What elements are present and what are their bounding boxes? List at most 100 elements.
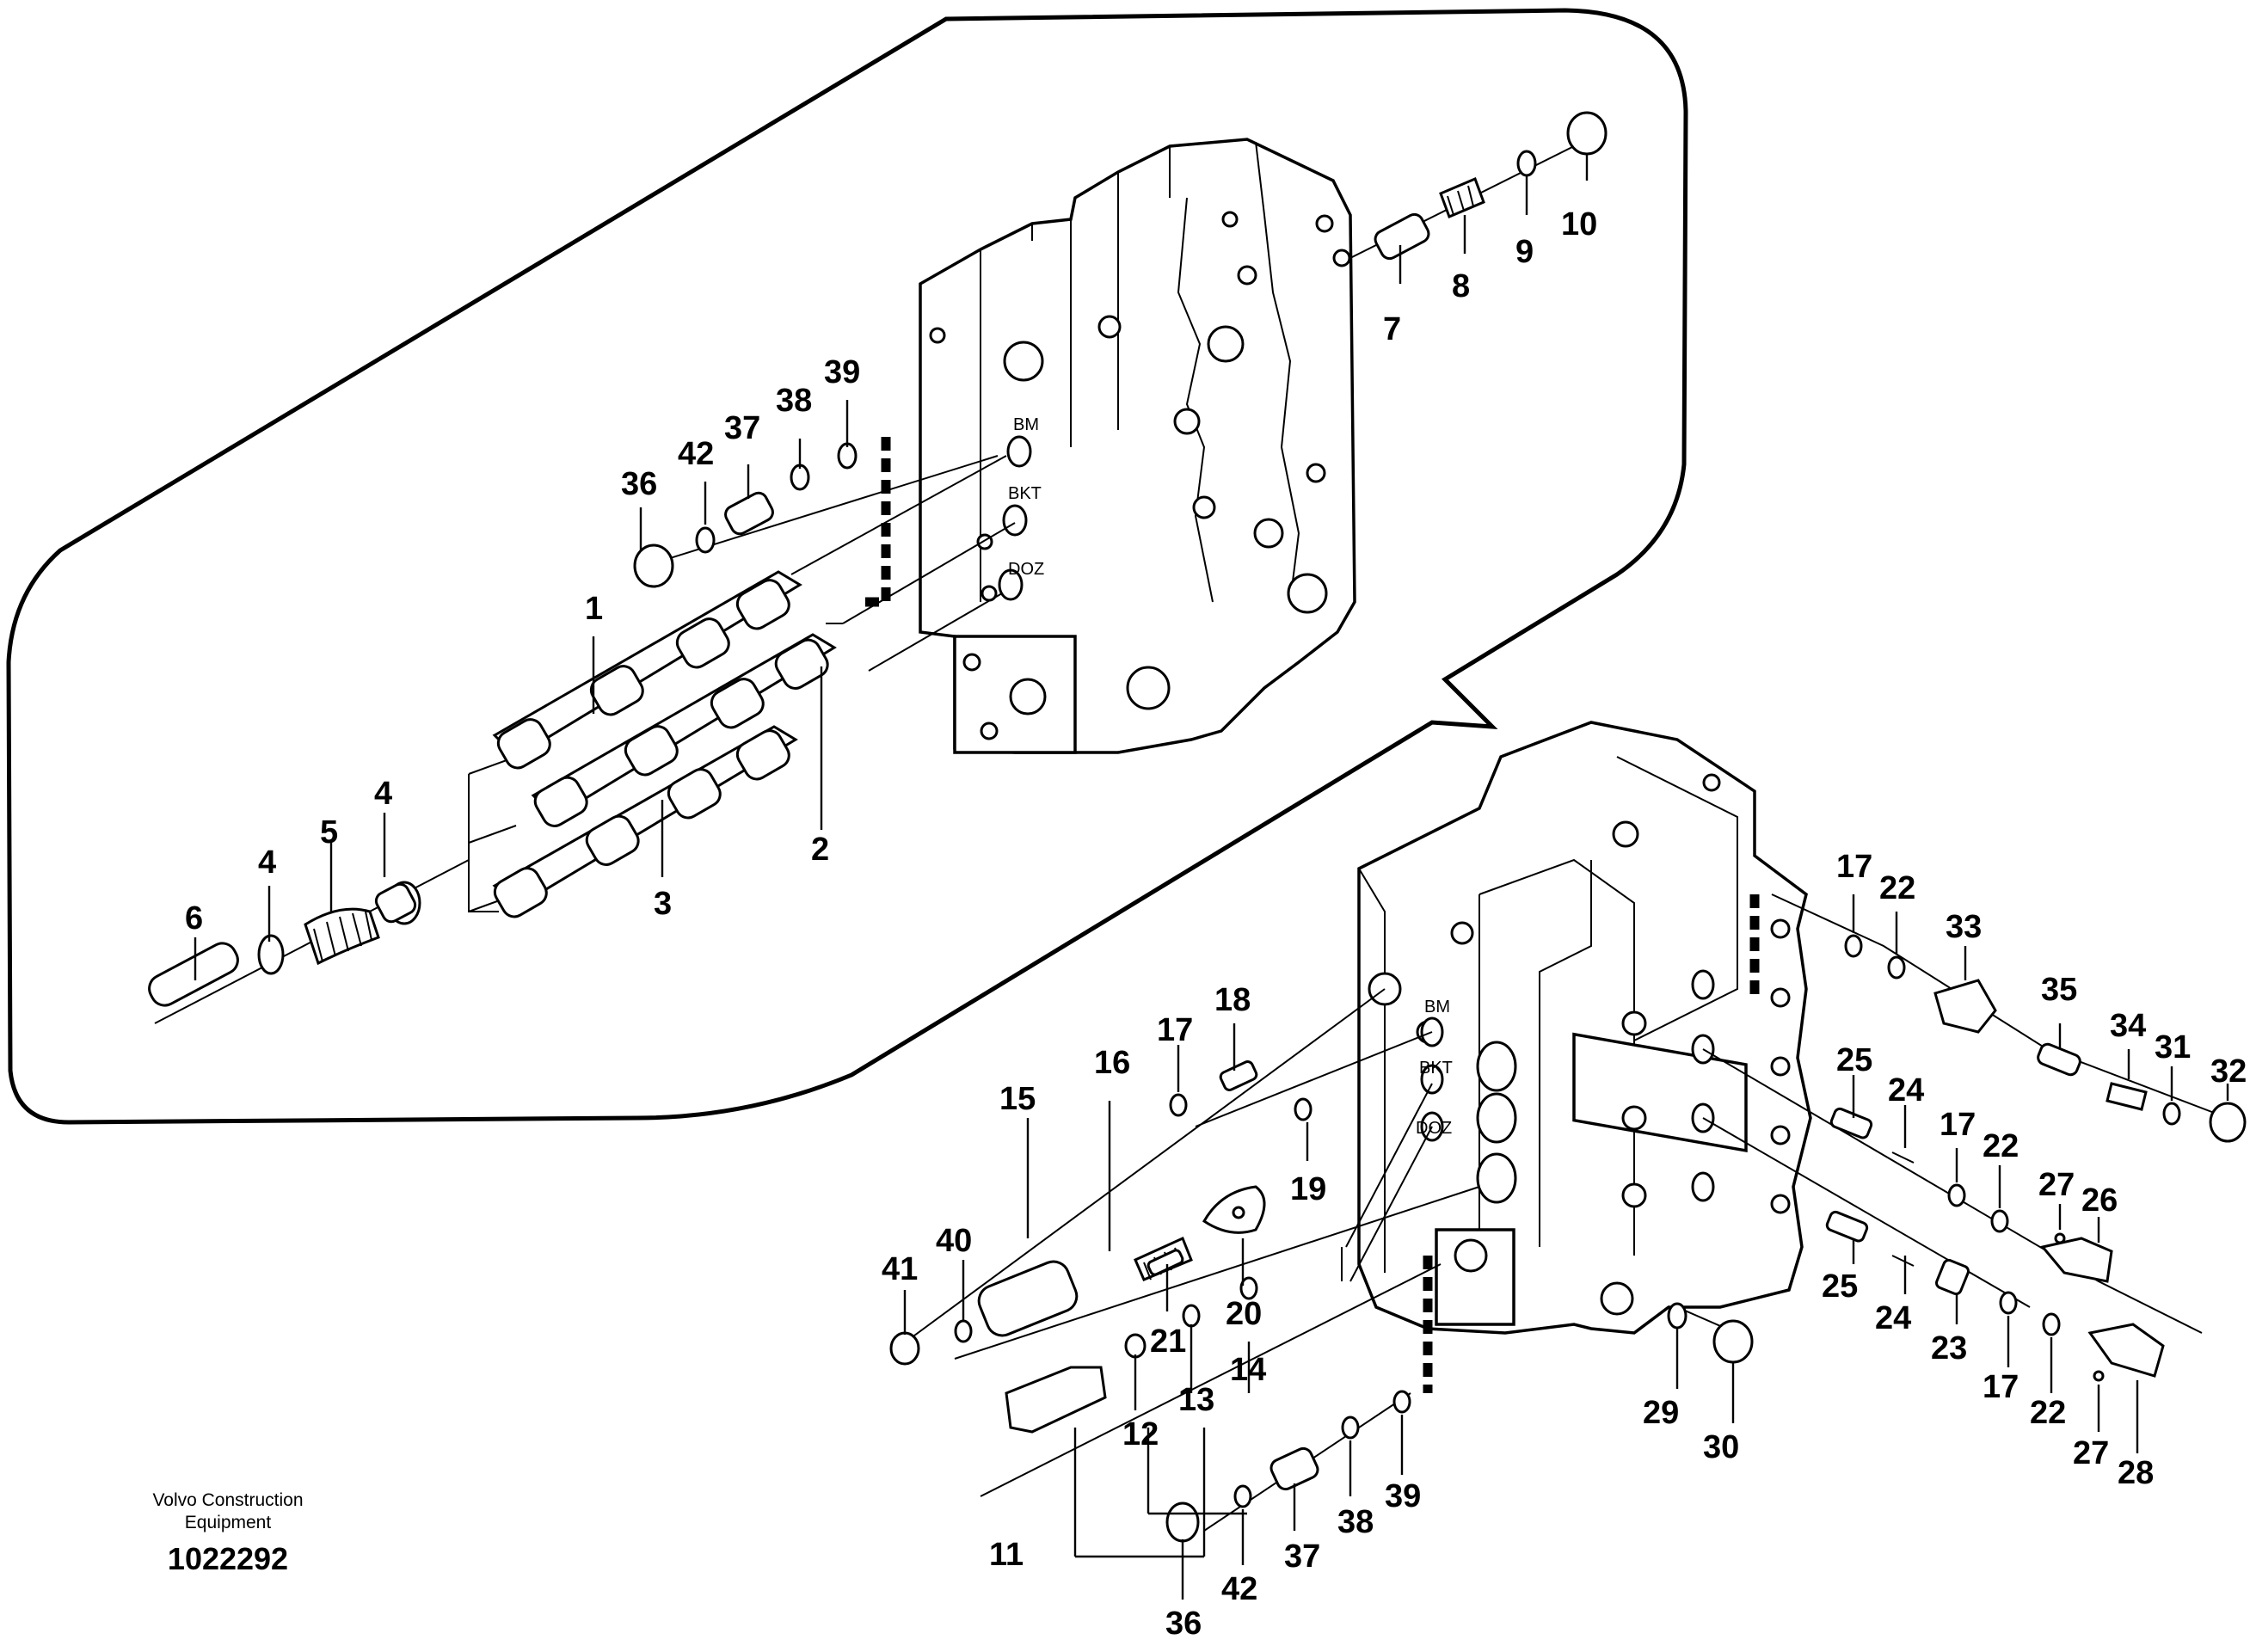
- part-36-plug-lower: [1165, 1502, 1200, 1543]
- label-1: 1: [585, 591, 603, 627]
- spool-3: [492, 725, 798, 918]
- part-37-piston-upper: [724, 491, 774, 536]
- label-36-lower: 36: [1165, 1606, 1202, 1642]
- lower-left-parts: [889, 1060, 1312, 1434]
- part-28-plug: [2087, 1323, 2165, 1378]
- part-27-ball-b: [2093, 1370, 2105, 1382]
- label-17-left: 17: [1157, 1012, 1193, 1048]
- part-22-ring-a: [1887, 955, 1906, 980]
- part-11-relief-valve: [1005, 1366, 1107, 1434]
- label-6: 6: [185, 900, 203, 937]
- part-31-o-ring: [2162, 1102, 2181, 1126]
- part-25-piston-b: [1825, 1210, 1869, 1243]
- label-32: 32: [2210, 1053, 2247, 1090]
- label-33: 33: [1946, 909, 1982, 945]
- part-39-ring-upper: [837, 442, 858, 470]
- part-33-plug: [1933, 979, 1997, 1034]
- label-20: 20: [1226, 1296, 1262, 1332]
- upper-pilot-line-dashed: [860, 437, 891, 607]
- part-25-piston-a: [1829, 1107, 1873, 1139]
- part-22-ring-b: [1990, 1209, 2009, 1233]
- label-7: 7: [1383, 311, 1401, 347]
- part-38-ring-lower: [1341, 1416, 1360, 1440]
- part-32-plug: [2209, 1102, 2247, 1143]
- label-19: 19: [1290, 1171, 1326, 1207]
- label-30: 30: [1703, 1429, 1739, 1465]
- part-7-piston: [1374, 212, 1430, 261]
- label-39-upper: 39: [824, 354, 860, 390]
- label-24-b: 24: [1875, 1300, 1911, 1336]
- label-14: 14: [1230, 1352, 1266, 1388]
- label-4-left: 4: [258, 844, 276, 881]
- part-35-piston: [2037, 1042, 2081, 1077]
- part-17-o-ring-c: [1999, 1291, 2018, 1315]
- label-38-upper: 38: [776, 383, 812, 419]
- part-40-o-ring: [954, 1319, 973, 1343]
- label-31: 31: [2155, 1029, 2191, 1066]
- label-13: 13: [1178, 1382, 1214, 1418]
- part-4-washer-a: [257, 934, 285, 975]
- label-21: 21: [1150, 1323, 1186, 1360]
- label-25-b: 25: [1822, 1268, 1858, 1305]
- label-39-lower: 39: [1385, 1478, 1421, 1514]
- label-40: 40: [936, 1223, 972, 1259]
- label-4-right: 4: [374, 776, 392, 812]
- label-26: 26: [2081, 1182, 2118, 1219]
- label-17-a: 17: [1836, 849, 1872, 885]
- port-labels: BM BKT DOZ BM BKT DOZ: [1008, 415, 1453, 1138]
- label-41: 41: [882, 1251, 918, 1287]
- label-34: 34: [2110, 1008, 2146, 1044]
- part-24-spring-a: [1891, 1151, 1915, 1164]
- part-37-piston-lower: [1269, 1446, 1319, 1491]
- label-5: 5: [320, 814, 338, 851]
- label-2: 2: [811, 832, 829, 868]
- label-36-upper: 36: [621, 466, 657, 502]
- upper-valve-body: [919, 138, 1356, 754]
- part-9-o-ring: [1516, 150, 1537, 177]
- part-24-spring-b: [1891, 1255, 1915, 1267]
- part-30-plug: [1712, 1319, 1754, 1364]
- part-22-ring-c: [2042, 1312, 2061, 1336]
- lower-part-labels: 11 12 13 14 15 16 17 18 19 20 21 17 22 3…: [882, 849, 2247, 1642]
- label-23: 23: [1931, 1330, 1967, 1366]
- label-22-c: 22: [2030, 1395, 2066, 1431]
- port-label-upper-bm: BM: [1013, 415, 1039, 434]
- label-35: 35: [2041, 972, 2077, 1008]
- label-42-lower: 42: [1221, 1571, 1257, 1607]
- part-42-ring-upper: [695, 526, 716, 554]
- part-42-ring-lower: [1233, 1484, 1252, 1508]
- spool-1: [492, 570, 802, 770]
- upper-right-parts: [1349, 111, 1608, 261]
- part-38-ring-upper: [790, 464, 810, 491]
- part-36-plug-upper: [633, 544, 674, 588]
- part-17-o-ring-b: [1947, 1183, 1966, 1207]
- part-10-plug: [1566, 111, 1608, 156]
- port-label-lower-doz: DOZ: [1416, 1119, 1452, 1138]
- upper-part-labels: 1 2 3 4 5 4 6 7 8 9 10 36 42 37 38 39: [185, 206, 1597, 937]
- leader-lines: [194, 155, 2229, 1600]
- figure-number: 1022292: [167, 1541, 289, 1576]
- label-8: 8: [1452, 268, 1470, 304]
- port-label-upper-doz: DOZ: [1008, 560, 1044, 579]
- part-39-ring-lower: [1392, 1390, 1411, 1414]
- label-3: 3: [654, 886, 672, 922]
- detail-callout-outline: [6, 8, 1688, 1125]
- label-11: 11: [989, 1537, 1024, 1573]
- port-label-upper-bkt: BKT: [1008, 484, 1042, 503]
- label-37-lower: 37: [1284, 1538, 1320, 1575]
- part-29-o-ring: [1667, 1302, 1688, 1330]
- label-25-a: 25: [1836, 1042, 1872, 1078]
- company-name-line1: Volvo Construction: [152, 1490, 304, 1510]
- port-label-lower-bm: BM: [1424, 998, 1450, 1016]
- label-24-a: 24: [1888, 1072, 1924, 1108]
- label-12: 12: [1122, 1416, 1159, 1452]
- part-19-o-ring: [1294, 1097, 1312, 1121]
- part-15-spool: [977, 1260, 1079, 1337]
- label-22-a: 22: [1879, 870, 1915, 906]
- part-21-bolt: [1147, 1249, 1184, 1276]
- label-29: 29: [1643, 1395, 1679, 1431]
- port-label-lower-bkt: BKT: [1419, 1059, 1453, 1078]
- label-37-upper: 37: [724, 410, 760, 446]
